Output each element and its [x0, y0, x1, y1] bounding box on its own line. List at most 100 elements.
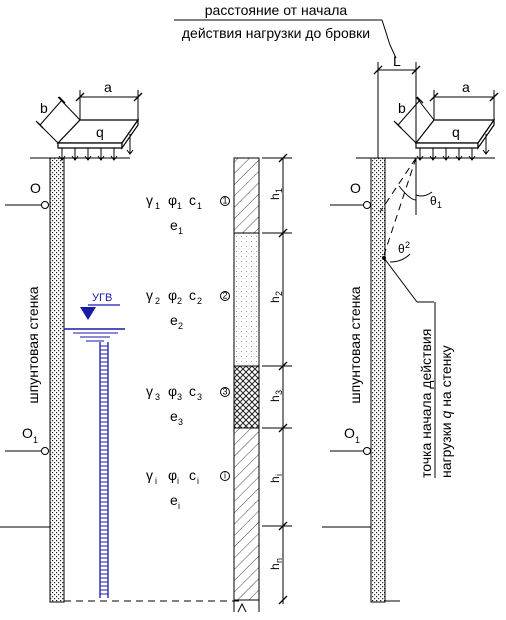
- left-load-front: [57, 142, 123, 149]
- gamma-symbol: γ: [146, 383, 153, 399]
- svg-text:2: 2: [405, 240, 410, 250]
- header-leader: [381, 19, 397, 59]
- theta1-arc: [415, 191, 433, 197]
- c-subscript: 1: [197, 201, 202, 211]
- right-anchor-o-label: O: [350, 180, 361, 196]
- left-surcharge-load: q a b: [35, 79, 143, 161]
- layer-number-circle: [220, 471, 230, 481]
- gamma-symbol: γ: [146, 192, 153, 208]
- left-dim-a-label: a: [104, 79, 112, 95]
- e-subscript: 3: [178, 417, 183, 427]
- header-line-2: действия нагрузки до бровки: [182, 25, 370, 41]
- right-dim-L-label: L: [393, 53, 401, 69]
- h3-label: h: [268, 395, 282, 402]
- header-label: расстояние от начала действия нагрузки д…: [174, 2, 397, 59]
- right-dim-b-label: b: [398, 100, 406, 116]
- c-subscript: 2: [197, 296, 202, 306]
- gamma-symbol: γ: [146, 467, 153, 483]
- svg-text:3: 3: [274, 390, 284, 395]
- phi-subscript: 2: [177, 296, 182, 306]
- e-subscript: i: [178, 501, 180, 511]
- c-symbol: c: [189, 383, 196, 399]
- layer-number: 2: [222, 291, 227, 301]
- header-line-1: расстояние от начала: [205, 2, 348, 18]
- groundwater-label: УГВ: [92, 292, 112, 304]
- theta2-line: [379, 157, 417, 213]
- phi-symbol: φ: [168, 383, 177, 399]
- layer-number: 3: [222, 387, 227, 397]
- right-load-arrows: [416, 134, 490, 161]
- phi-symbol: φ: [168, 467, 177, 483]
- layer-number-circle: [220, 291, 230, 301]
- c-symbol: c: [189, 287, 196, 303]
- h2-label: h: [268, 296, 282, 303]
- svg-text:n: n: [274, 558, 284, 563]
- gamma-subscript: 1: [155, 201, 160, 211]
- theta1-label: θ: [430, 194, 437, 208]
- point-leader: [383, 257, 418, 303]
- right-anchor-o1-sub: 1: [355, 435, 360, 445]
- right-anchor-o1-node: [363, 447, 371, 455]
- right-sheet-pile-wall: [370, 157, 386, 603]
- e-symbol: e: [170, 492, 178, 508]
- left-dim-b-line: [39, 99, 63, 126]
- c-subscript: i: [197, 476, 199, 486]
- c-symbol: c: [189, 192, 196, 208]
- gamma-symbol: γ: [146, 287, 153, 303]
- svg-text:1: 1: [274, 188, 284, 193]
- soil-layer-1-fill: [233, 157, 260, 234]
- left-scheme: O O 1 шпунтовая стенка q: [0, 79, 240, 603]
- e-subscript: 2: [178, 321, 183, 331]
- left-anchor-o1-node: [41, 447, 49, 455]
- e-symbol: e: [170, 408, 178, 424]
- left-anchor-o1-label: O: [22, 425, 33, 441]
- soil-layer-3-fill: [233, 365, 260, 429]
- left-anchor-o-node: [41, 201, 49, 209]
- phi-subscript: 3: [177, 392, 182, 402]
- svg-text:1: 1: [437, 200, 442, 210]
- e-subscript: 1: [178, 226, 183, 236]
- point-label-line-1: точка начала действия: [418, 329, 434, 478]
- right-surcharge-load: q a b: [393, 79, 499, 161]
- right-anchor-o1-label: O: [344, 425, 355, 441]
- left-dim-b-label: b: [40, 100, 48, 116]
- right-anchor-o-node: [363, 201, 371, 209]
- gamma-subscript: i: [155, 476, 157, 486]
- soil-layer-2-fill: [233, 232, 260, 367]
- layer-number: i: [224, 471, 226, 481]
- right-dim-a-label: a: [462, 79, 470, 95]
- c-subscript: 3: [197, 392, 202, 402]
- phi-subscript: i: [177, 476, 179, 486]
- hi-label: h: [268, 476, 282, 483]
- svg-text:2: 2: [274, 291, 284, 296]
- theta2-label: θ: [398, 242, 405, 256]
- theta1-line: [383, 157, 417, 256]
- left-wall-label: шпунтовая стенка: [25, 286, 41, 403]
- gamma-subscript: 3: [155, 392, 160, 402]
- soil-layer-i-fill: [233, 427, 260, 601]
- h1-label: h: [268, 193, 282, 200]
- point-label-line-2: нагрузки q на стенку: [438, 345, 454, 478]
- layer-number: 1: [222, 196, 227, 206]
- e-symbol: e: [170, 217, 178, 233]
- phi-symbol: φ: [168, 192, 177, 208]
- groundwater-triangle: [80, 307, 96, 320]
- right-wall-label: шпунтовая стенка: [347, 286, 363, 403]
- right-load-q: q: [452, 124, 460, 140]
- gamma-subscript: 2: [155, 296, 160, 306]
- left-load-arrows: [58, 134, 134, 161]
- hn-label: h: [268, 563, 282, 570]
- left-sheet-pile-wall: [49, 157, 65, 603]
- svg-text:i: i: [274, 474, 284, 476]
- groundwater-indicator: УГВ: [64, 292, 125, 598]
- phi-subscript: 1: [177, 201, 182, 211]
- left-anchor-o1-sub: 1: [33, 435, 38, 445]
- layer-number-circle: [220, 387, 230, 397]
- layer-number-circle: [220, 196, 230, 206]
